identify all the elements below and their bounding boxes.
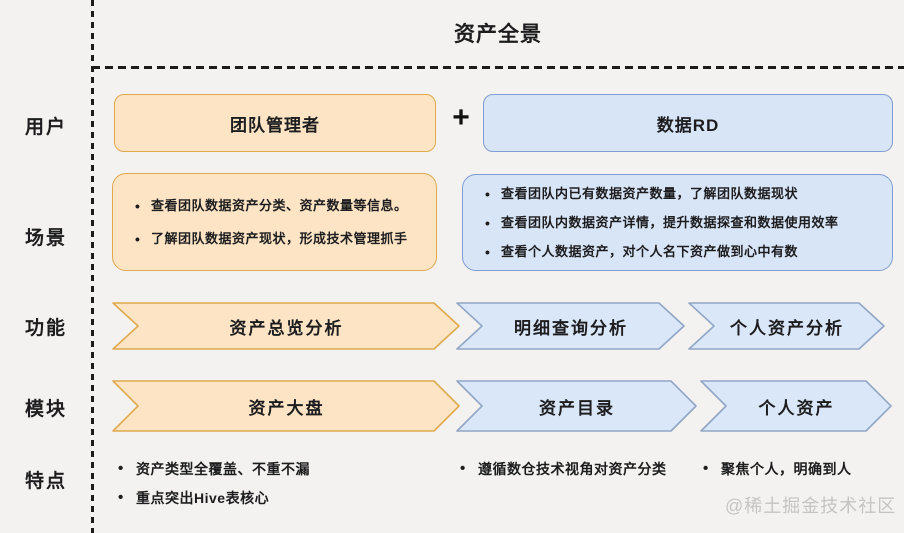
- row-label-function: 功能: [24, 318, 67, 339]
- plus-sign: +: [452, 101, 470, 134]
- chevron-arrow-shape: [456, 380, 697, 432]
- row-label-features: 特点: [24, 471, 67, 492]
- features-overview-list: 资产类型全覆盖、不重不漏 重点突出Hive表核心: [118, 460, 310, 507]
- feature-item: 聚焦个人，明确到人: [703, 460, 852, 478]
- page-title: 资产全景: [454, 23, 542, 46]
- function-arrow-detail: 明细查询分析: [456, 302, 686, 350]
- vertical-dashed-divider: [91, 0, 94, 533]
- function-arrow-label: 个人资产分析: [730, 318, 844, 338]
- row-label-scene: 场景: [24, 228, 67, 249]
- scene-bullet: 查看个人数据资产，对个人名下资产做到心中有数: [485, 243, 880, 261]
- chevron-arrow-shape: [688, 302, 885, 350]
- module-arrow-catalog: 资产目录: [456, 380, 698, 432]
- watermark: @稀土掘金技术社区: [725, 496, 897, 516]
- scene-bullet: 查看团队数据资产分类、资产数量等信息。: [135, 197, 424, 215]
- scene-bullet: 了解团队数据资产现状，形成技术管理抓手: [135, 230, 424, 248]
- module-arrow-dashboard: 资产大盘: [112, 380, 461, 432]
- module-arrow-personal: 个人资产: [700, 380, 893, 432]
- chevron-arrow-shape: [700, 380, 892, 432]
- scene-bullet: 查看团队内已有数据资产数量，了解团队数据现状: [485, 185, 880, 203]
- feature-item: 资产类型全覆盖、不重不漏: [118, 460, 310, 478]
- chevron-arrow-shape: [112, 302, 460, 350]
- scene-rd-bullet-list: 查看团队内已有数据资产数量，了解团队数据现状 查看团队内数据资产详情，提升数据探…: [463, 185, 892, 261]
- module-arrow-label: 资产目录: [539, 398, 615, 418]
- team-manager-label: 团队管理者: [230, 115, 320, 135]
- scene-bullet: 查看团队内数据资产详情，提升数据探查和数据使用效率: [485, 214, 880, 232]
- scene-box-data-rd: 查看团队内已有数据资产数量，了解团队数据现状 查看团队内数据资产详情，提升数据探…: [462, 174, 893, 271]
- module-arrow-label: 资产大盘: [248, 398, 325, 418]
- function-arrow-label: 明细查询分析: [514, 318, 628, 338]
- user-box-team-manager: 团队管理者: [114, 94, 436, 152]
- chevron-arrow-shape: [112, 380, 460, 432]
- function-arrow-overview: 资产总览分析: [112, 302, 461, 350]
- feature-item: 遵循数仓技术视角对资产分类: [460, 460, 667, 478]
- data-rd-label: 数据RD: [656, 115, 720, 135]
- horizontal-dashed-divider: [92, 66, 904, 69]
- chevron-arrow-shape: [456, 302, 685, 350]
- row-label-user: 用户: [24, 117, 67, 138]
- user-box-data-rd: 数据RD: [483, 94, 893, 152]
- row-label-module: 模块: [24, 399, 67, 420]
- function-arrow-personal: 个人资产分析: [688, 302, 886, 350]
- features-catalog-list: 遵循数仓技术视角对资产分类: [460, 460, 667, 478]
- scene-box-team-manager: 查看团队数据资产分类、资产数量等信息。 了解团队数据资产现状，形成技术管理抓手: [112, 173, 437, 271]
- module-arrow-label: 个人资产: [758, 398, 835, 418]
- features-personal-list: 聚焦个人，明确到人: [703, 460, 852, 478]
- scene-manager-bullet-list: 查看团队数据资产分类、资产数量等信息。 了解团队数据资产现状，形成技术管理抓手: [113, 197, 436, 248]
- feature-item: 重点突出Hive表核心: [118, 489, 310, 507]
- function-arrow-label: 资产总览分析: [229, 318, 344, 338]
